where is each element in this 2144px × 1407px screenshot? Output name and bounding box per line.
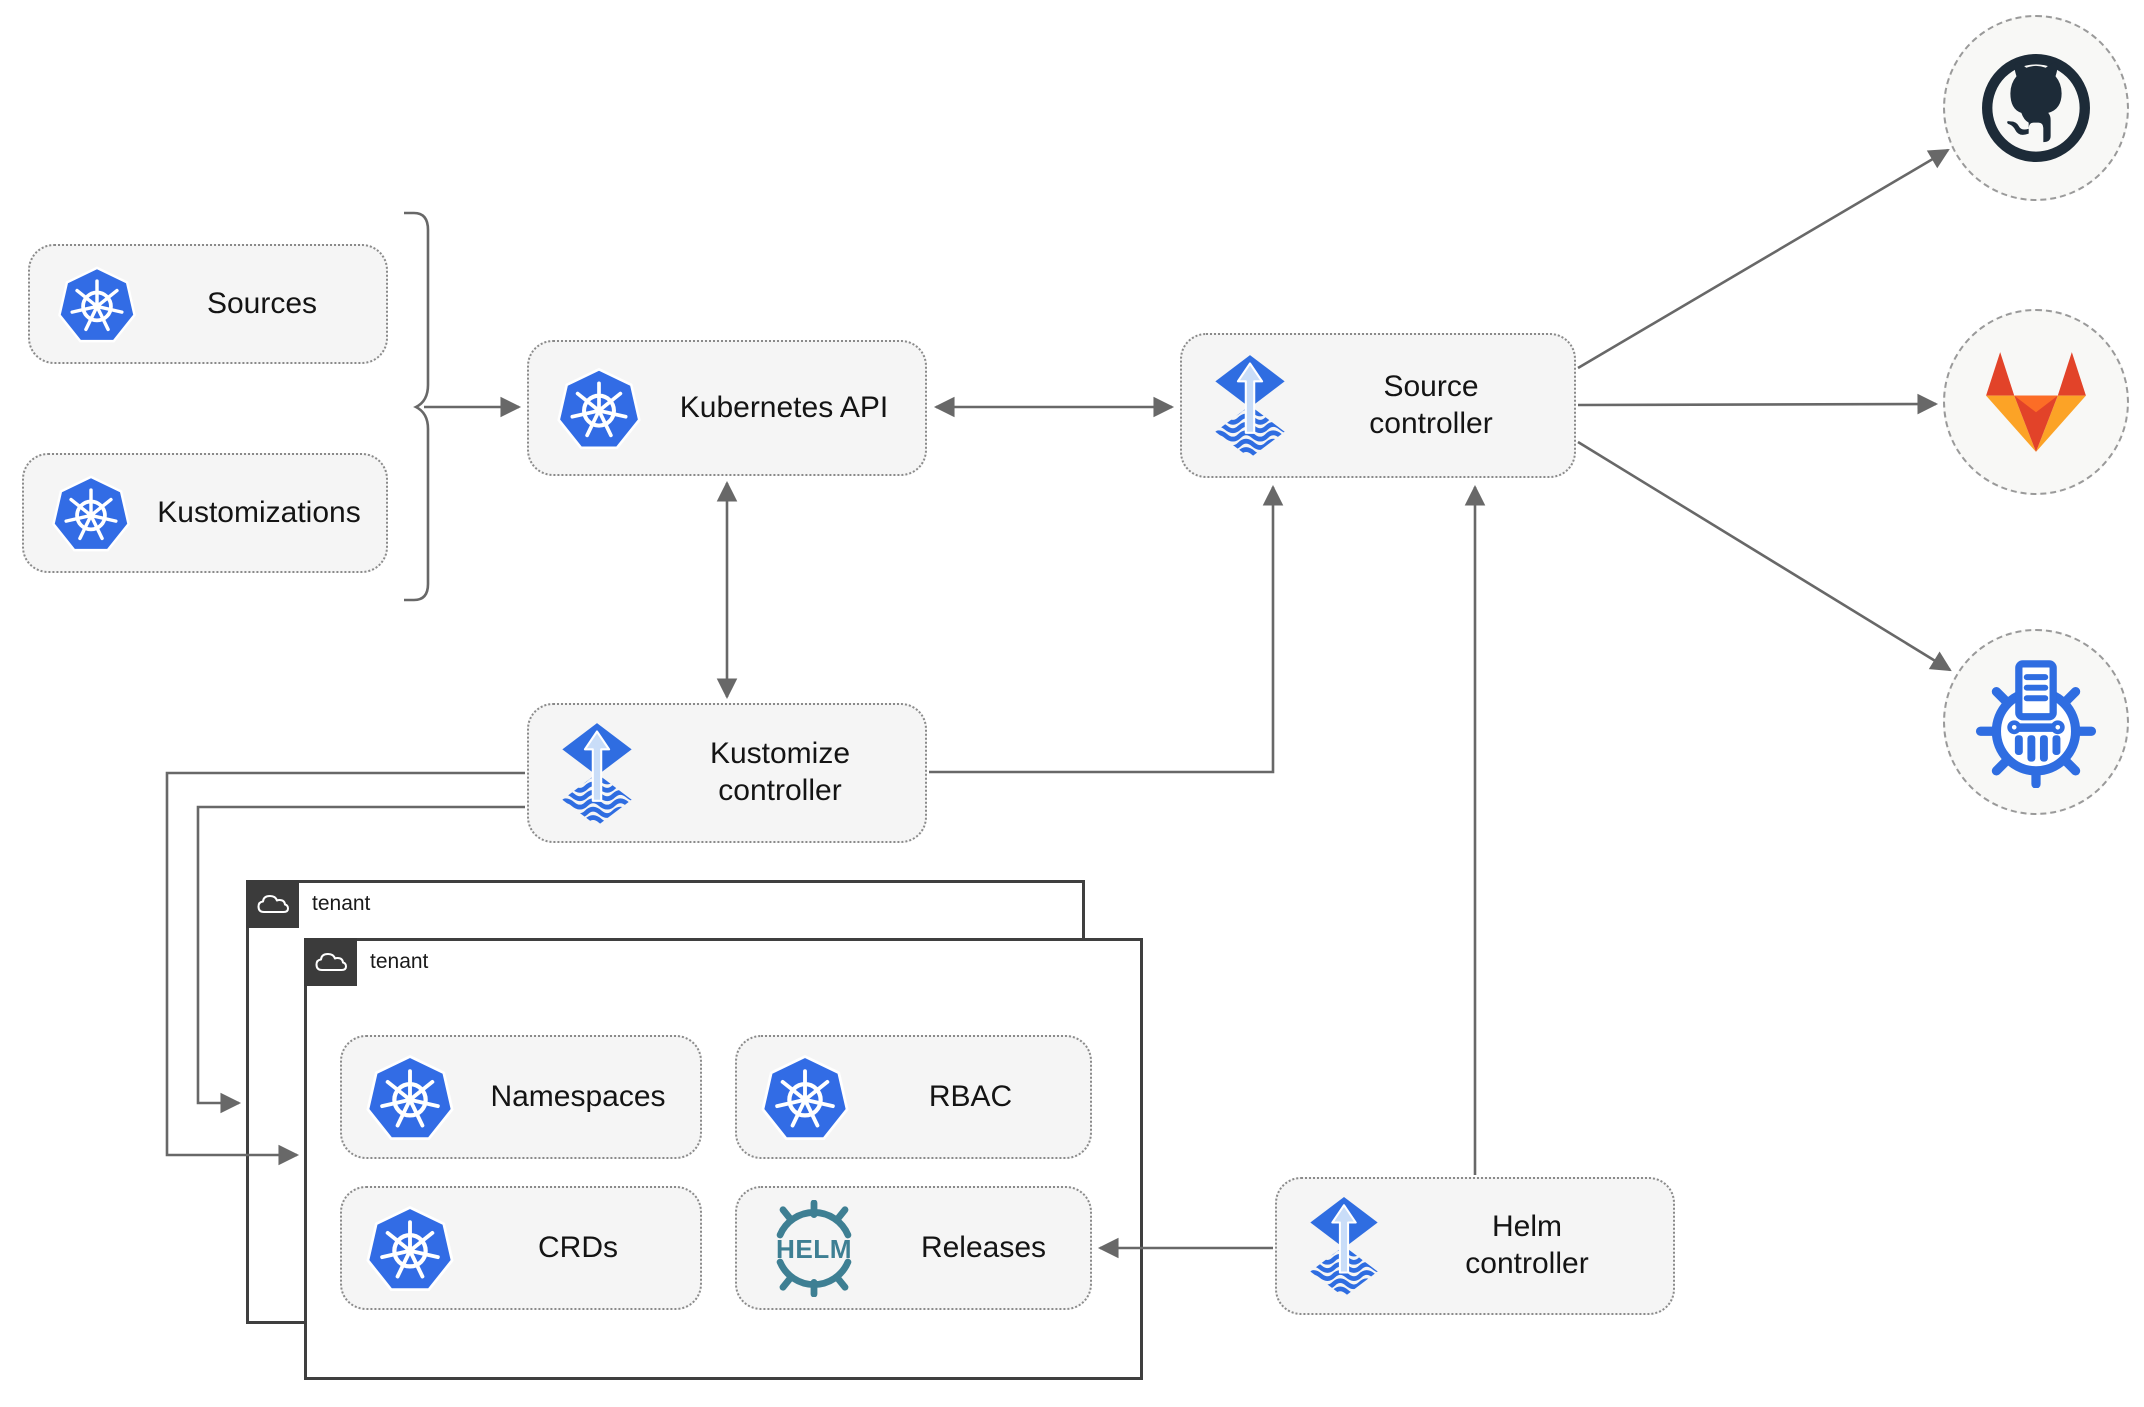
edge-sourcectrl-chartmuseum (1577, 440, 1952, 672)
node-helm-controller-label: Helm controller (1465, 1210, 1589, 1280)
node-crds: CRDs (340, 1186, 702, 1310)
gitlab-icon (1972, 343, 2100, 461)
flux-icon (559, 721, 635, 826)
node-chartmuseum (1943, 629, 2129, 815)
node-crds-label: CRDs (538, 1230, 618, 1264)
kubernetes-icon (364, 1202, 456, 1294)
node-namespaces: Namespaces (340, 1035, 702, 1159)
node-kustomize-controller: Kustomize controller (527, 703, 927, 843)
node-helm-controller: Helm controller (1275, 1177, 1675, 1315)
kubernetes-icon (555, 364, 643, 452)
node-releases-label: Releases (920, 1230, 1047, 1264)
kubernetes-icon (50, 472, 132, 554)
helm-logo-text: HELM (776, 1234, 852, 1264)
node-namespaces-label: Namespaces (490, 1079, 666, 1113)
kubernetes-icon (56, 263, 138, 345)
node-sources-label: Sources (206, 286, 318, 320)
tenant-outer-tab (246, 880, 299, 928)
tenant-outer-label: tenant (312, 892, 371, 915)
node-source-controller-label: Source controller (1369, 369, 1493, 440)
tenant-inner-label: tenant (370, 950, 429, 973)
brace-sources-group (404, 211, 430, 602)
github-icon (1975, 47, 2097, 169)
cloud-icon (255, 892, 291, 916)
node-rbac: RBAC (735, 1035, 1092, 1159)
edge-sourcectrl-gitlab (1577, 393, 1939, 415)
node-kubernetes-api-label: Kubernetes API (679, 390, 889, 424)
tenant-inner-tab (304, 938, 357, 986)
helm-icon: HELM (751, 1199, 877, 1297)
node-releases: HELM Releases (735, 1186, 1092, 1310)
node-kustomizations-label: Kustomizations (157, 495, 361, 529)
edge-sourcectrl-github (1577, 148, 1950, 370)
node-gitlab (1943, 309, 2129, 495)
edge-kustomizectrl-sourcectrl (929, 484, 1284, 774)
flux-icon (1307, 1195, 1381, 1297)
node-kustomizations: Kustomizations (22, 453, 388, 573)
node-github (1943, 15, 2129, 201)
kubernetes-icon (364, 1051, 456, 1143)
tenant-box-inner (304, 938, 1143, 1380)
node-rbac-label: RBAC (928, 1079, 1013, 1113)
kubernetes-icon (759, 1051, 851, 1143)
node-kubernetes-api: Kubernetes API (527, 340, 927, 476)
flux-icon (1212, 353, 1288, 458)
node-kustomize-controller-label: Kustomize controller (709, 737, 851, 807)
node-sources: Sources (28, 244, 388, 364)
node-source-controller: Source controller (1180, 333, 1576, 478)
cloud-icon (313, 950, 349, 974)
chartmuseum-icon (1970, 656, 2102, 788)
